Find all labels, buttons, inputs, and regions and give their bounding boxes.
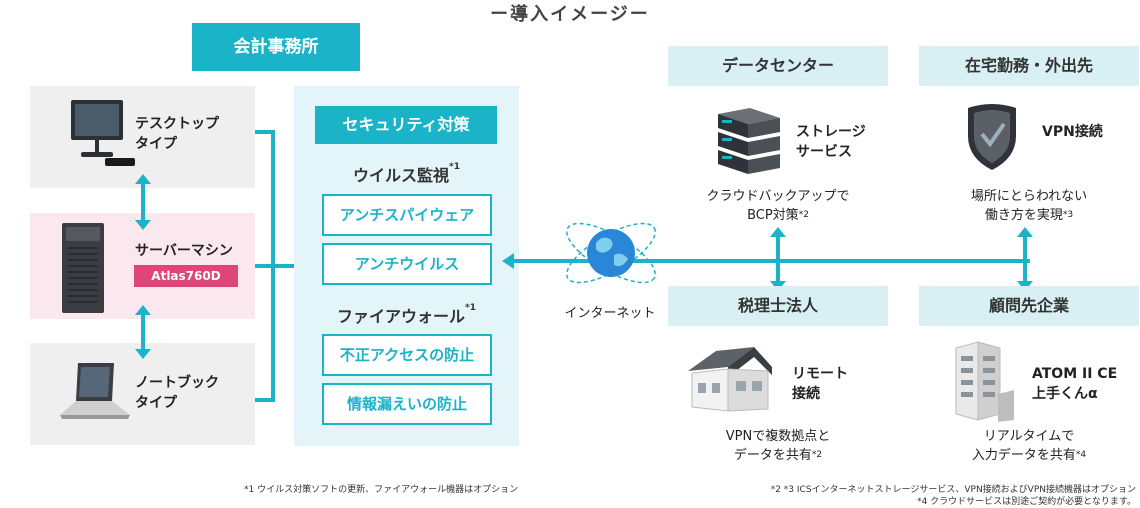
datacenter-caption: クラウドバックアップで BCP対策*2	[706, 189, 850, 223]
notebook-box: ノートブック タイプ	[30, 343, 255, 445]
remote-header: 在宅勤務・外出先	[919, 46, 1139, 86]
security-header: セキュリティ対策	[315, 106, 497, 144]
virus-heading: ウイルス監視*1	[353, 162, 460, 185]
office-header: 会計事務所	[192, 23, 360, 71]
atlas-badge: Atlas760D	[134, 265, 238, 287]
client-header: 顧問先企業	[919, 286, 1139, 326]
storage-label: ストレージ サービス	[796, 124, 866, 160]
laptop-icon	[60, 363, 130, 419]
client-caption: リアルタイムで 入力データを共有*4	[971, 429, 1087, 463]
client-software-label: ATOM II CE 上手くんα	[1032, 366, 1118, 402]
remote-connect-label: リモート 接続	[792, 366, 848, 402]
datacenter-header: データセンター	[668, 46, 888, 86]
internet-label: インターネット	[564, 306, 656, 321]
leak-prevention-item: 情報漏えいの防止	[322, 383, 492, 425]
tax-caption: VPNで複数拠点と データを共有*2	[725, 429, 831, 463]
arrow-server-notebook	[135, 305, 151, 359]
desktop-label: テスクトップ タイプ	[135, 116, 219, 152]
office-building-icon	[688, 347, 772, 412]
server-box: サーバーマシン Atlas760D	[30, 213, 255, 319]
arrow-datacenter-tax	[770, 227, 786, 291]
vpn-label: VPN接続	[1042, 124, 1103, 140]
company-building-icon	[955, 341, 1014, 422]
intrusion-prevention-item: 不正アクセスの防止	[322, 334, 492, 376]
desktop-box: テスクトップ タイプ	[30, 86, 255, 188]
server-tower-icon	[62, 223, 104, 313]
footnote-left: *1 ウイルス対策ソフトの更新、ファイアウォール機器はオプション	[244, 485, 519, 495]
page-title: ー導入イメージー	[490, 4, 650, 25]
connector-middle	[255, 264, 295, 268]
antispyware-item: アンチスパイウェア	[322, 194, 492, 236]
notebook-label: ノートブック タイプ	[135, 375, 219, 411]
arrow-remote-client	[1017, 227, 1033, 291]
desktop-icon	[71, 100, 135, 166]
firewall-heading: ファイアウォール*1	[337, 303, 476, 326]
tax-header: 税理士法人	[668, 286, 888, 326]
connector-bottom	[255, 398, 275, 402]
server-label: サーバーマシン	[135, 243, 233, 259]
arrow-desktop-server	[135, 174, 151, 230]
shield-icon	[968, 104, 1016, 170]
remote-caption: 場所にとらわれない 働き方を実現*3	[970, 189, 1088, 223]
storage-server-icon	[718, 108, 780, 174]
internet-globe-icon	[566, 222, 656, 284]
footnote-right: *2 *3 ICSインターネットストレージサービス、VPN接続およびVPN接続機…	[770, 485, 1136, 507]
connector-top	[255, 130, 275, 134]
network-line	[502, 253, 1030, 269]
antivirus-item: アンチウイルス	[322, 243, 492, 285]
